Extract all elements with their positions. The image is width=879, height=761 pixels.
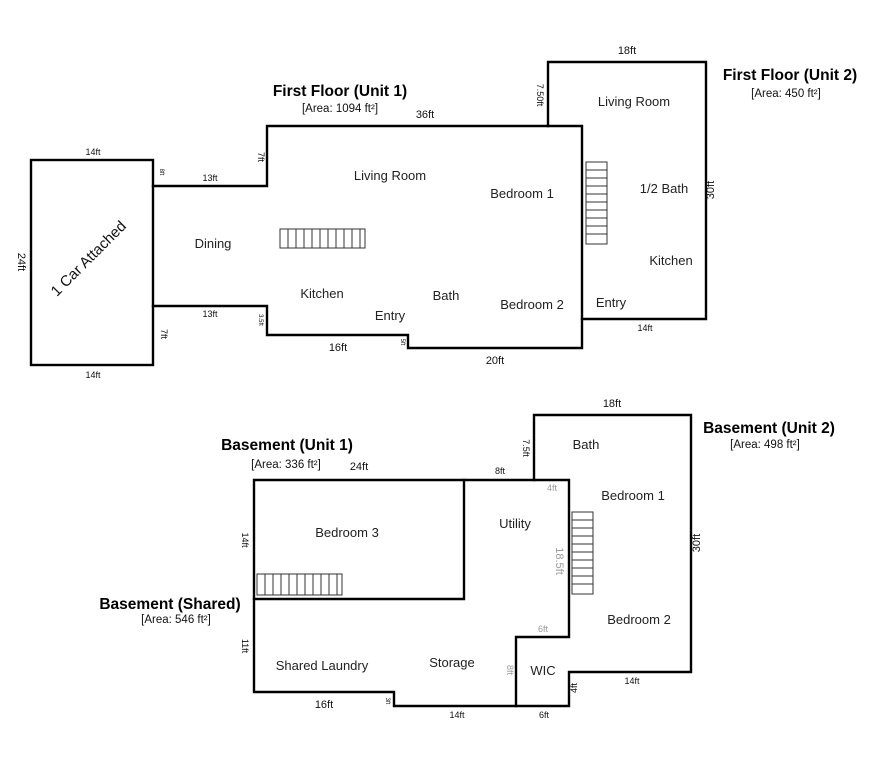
basement-stair-right bbox=[571, 511, 594, 595]
first-floor-unit1-title: First Floor (Unit 1) bbox=[273, 83, 407, 100]
room-utility: Utility bbox=[499, 516, 531, 531]
dim-first-floor-bottom-step: 5ft bbox=[399, 339, 405, 346]
room-wic: WIC bbox=[530, 663, 555, 678]
unit2-room-entry: Entry bbox=[596, 295, 627, 310]
first-floor-unit1-stair bbox=[279, 228, 366, 249]
dim-basement-shared-bottom-left: 16ft bbox=[315, 699, 333, 711]
dim-first-floor-step-bottom: 3.5ft bbox=[257, 314, 263, 326]
dim-first-floor-step-top: 7ft bbox=[256, 152, 266, 163]
dim-basement-unit1-left: 14ft bbox=[240, 532, 250, 548]
room-dining: Dining bbox=[195, 236, 232, 251]
basement-unit1-title: Basement (Unit 1) bbox=[221, 437, 353, 454]
dim-first-floor-lower-left: 13ft bbox=[202, 309, 218, 319]
first-floor-unit1: First Floor (Unit 1) [Area: 1094 ft²] Li… bbox=[151, 83, 584, 367]
room-shared-laundry: Shared Laundry bbox=[276, 658, 369, 673]
room-living-room: Living Room bbox=[354, 168, 426, 183]
dim-unit2-right: 30ft bbox=[705, 181, 717, 199]
basement-unit2-area: [Area: 498 ft²] bbox=[730, 439, 800, 451]
room-bedroom-2: Bedroom 2 bbox=[500, 297, 564, 312]
basement-unit2-title: Basement (Unit 2) bbox=[703, 420, 835, 437]
garage-dim-top: 14ft bbox=[85, 147, 101, 157]
garage-dim-side: 24ft bbox=[15, 253, 27, 271]
dim-basement-inner-side: 18.5ft bbox=[553, 547, 565, 575]
first-floor-unit2-area: [Area: 450 ft²] bbox=[751, 88, 821, 100]
first-floor-unit1-area: [Area: 1094 ft²] bbox=[302, 103, 378, 115]
dim-basement-inner-bottom: 6ft bbox=[538, 624, 549, 634]
dim-first-floor-top: 36ft bbox=[416, 109, 434, 121]
dim-basement-unit2-left: 7.5ft bbox=[521, 439, 531, 457]
first-floor-unit1-outline bbox=[151, 124, 584, 350]
dim-basement-shared-left: 11ft bbox=[240, 639, 250, 654]
basement-shared-area: [Area: 546 ft²] bbox=[141, 614, 211, 626]
basement-unit2-outline bbox=[514, 413, 693, 708]
dim-basement-inner-top: 4ft bbox=[547, 483, 558, 493]
dim-basement-shared-bottom-step: 3ft bbox=[384, 698, 390, 705]
first-floor-unit2-title: First Floor (Unit 2) bbox=[723, 67, 857, 84]
unit2-room-kitchen: Kitchen bbox=[649, 253, 692, 268]
room-bedroom-3: Bedroom 3 bbox=[315, 525, 379, 540]
dim-utility-top: 8ft bbox=[495, 466, 506, 476]
first-floor-unit2-stair bbox=[585, 161, 608, 245]
first-floor-unit2-outline bbox=[546, 60, 708, 321]
dim-wic-bottom: 6ft bbox=[539, 710, 550, 720]
dim-unit2-left: 7.50ft bbox=[535, 84, 545, 107]
dim-basement-unit2-right: 30ft bbox=[691, 534, 703, 552]
garage-label: 1 Car Attached bbox=[48, 218, 130, 300]
garage-dim-bottom: 14ft bbox=[85, 370, 101, 380]
first-floor-unit2: First Floor (Unit 2) [Area: 450 ft²] Liv… bbox=[535, 45, 857, 333]
dim-first-floor-bottom-right: 20ft bbox=[486, 355, 504, 367]
dim-basement-unit2-step: 4ft bbox=[569, 683, 579, 694]
basement-stair-left bbox=[256, 573, 343, 596]
dim-first-floor-upper-left: 13ft bbox=[202, 173, 218, 183]
bedroom-3-walls bbox=[252, 478, 466, 601]
room-basement-bath: Bath bbox=[573, 437, 600, 452]
room-bath: Bath bbox=[433, 288, 460, 303]
dim-basement-shared-bottom-right: 14ft bbox=[449, 710, 465, 720]
dim-wic-side: 8ft bbox=[505, 665, 515, 676]
room-storage: Storage bbox=[429, 655, 475, 670]
room-basement-bedroom-1: Bedroom 1 bbox=[601, 488, 665, 503]
dim-basement-unit1-top: 24ft bbox=[350, 461, 368, 473]
basement-shared-title: Basement (Shared) bbox=[99, 596, 240, 613]
room-kitchen: Kitchen bbox=[300, 286, 343, 301]
room-entry: Entry bbox=[375, 308, 406, 323]
room-basement-bedroom-2: Bedroom 2 bbox=[607, 612, 671, 627]
garage: 1 Car Attached 14ft 14ft 24ft bbox=[15, 147, 155, 380]
unit2-room-half-bath: 1/2 Bath bbox=[640, 181, 688, 196]
basement-unit1-area: [Area: 336 ft²] bbox=[251, 459, 321, 471]
dim-first-floor-bottom-left: 16ft bbox=[329, 342, 347, 354]
dim-connector-left: 8ft bbox=[158, 169, 164, 176]
unit2-room-living-room: Living Room bbox=[598, 94, 670, 109]
dim-unit2-top: 18ft bbox=[618, 45, 636, 57]
basement: Basement (Unit 1) [Area: 336 ft²] Baseme… bbox=[99, 398, 835, 720]
dim-basement-unit2-bottom: 14ft bbox=[624, 676, 640, 686]
dim-basement-unit2-top: 18ft bbox=[603, 398, 621, 410]
room-bedroom-1: Bedroom 1 bbox=[490, 186, 554, 201]
garage-outline bbox=[29, 158, 155, 367]
dim-unit2-bottom: 14ft bbox=[637, 323, 653, 333]
dim-connector-bottom: 7ft bbox=[159, 329, 169, 340]
